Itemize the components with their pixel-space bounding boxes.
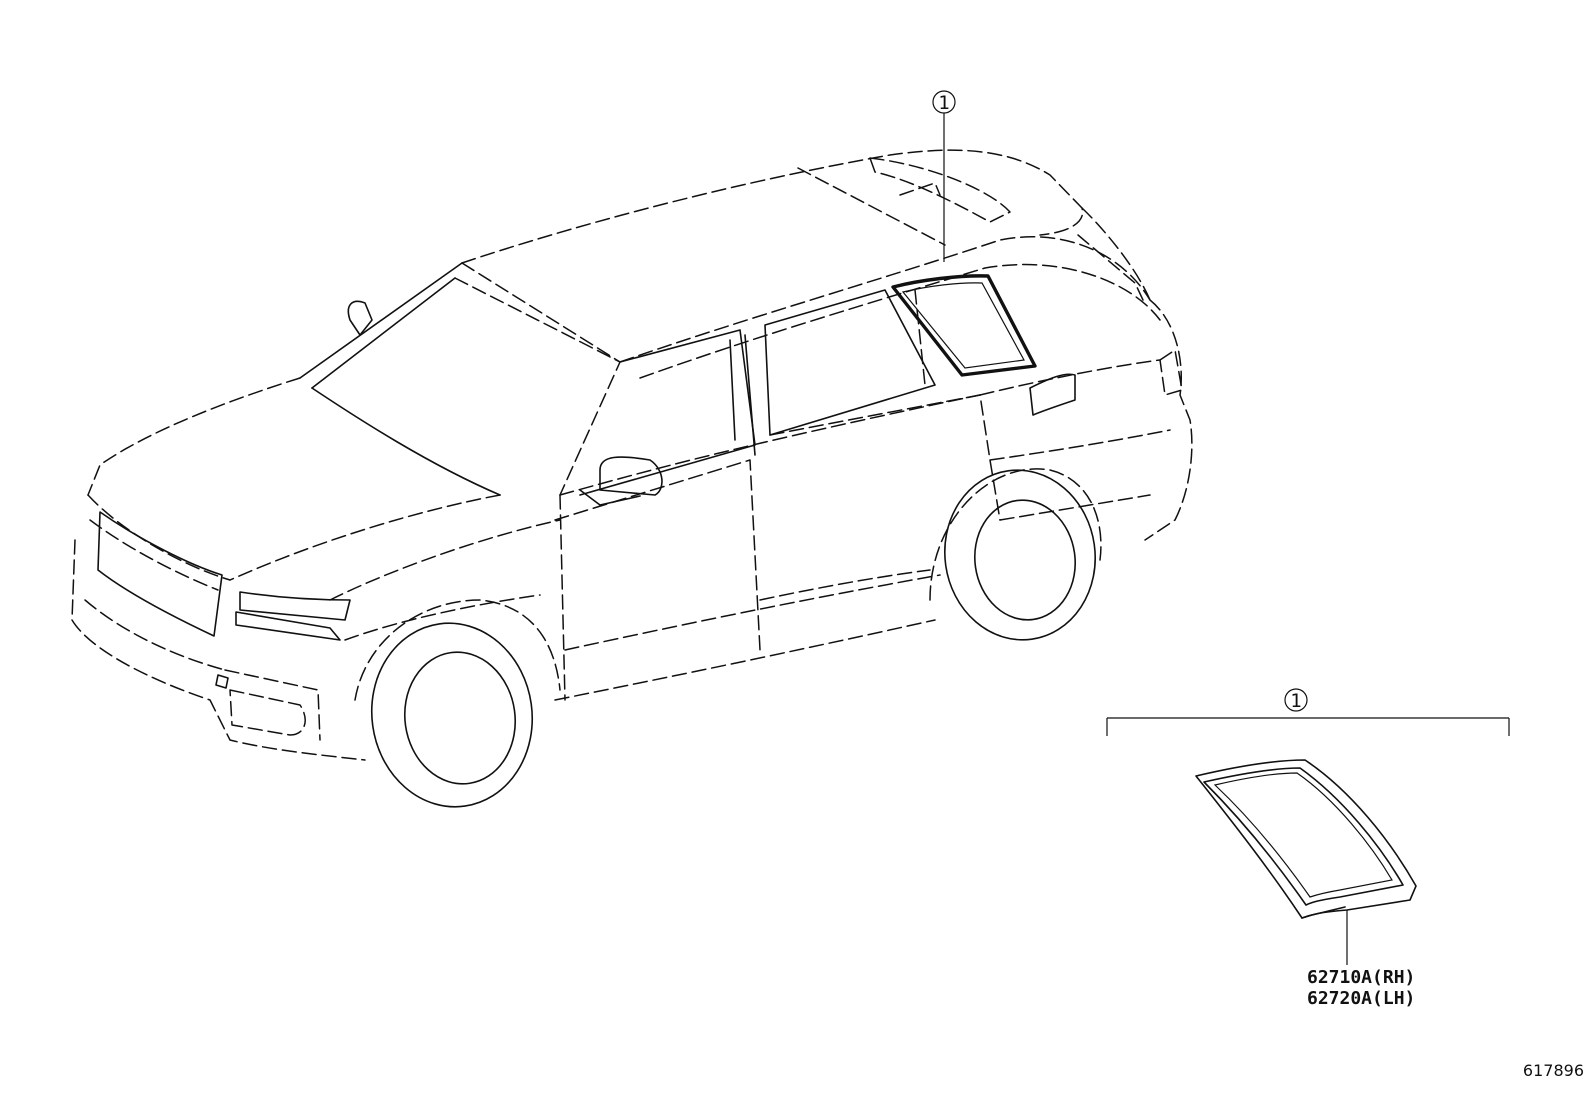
part-group-bracket: 1 <box>1106 688 1510 736</box>
vehicle-callout: 1 <box>932 90 956 262</box>
illustration-id: 617896 <box>1523 1061 1584 1080</box>
group-callout-number: 1 <box>1290 690 1301 712</box>
part-number-rh: 62710A(RH) <box>1307 967 1415 988</box>
quarter-glass-part <box>1195 759 1417 965</box>
quarter-window-highlight <box>891 274 1037 377</box>
part-number-lh: 62720A(LH) <box>1307 988 1415 1009</box>
vehicle-callout-number: 1 <box>938 92 949 114</box>
vehicle-illustration <box>71 149 1193 808</box>
part-numbers: 62710A(RH) 62720A(LH) <box>1307 967 1415 1009</box>
